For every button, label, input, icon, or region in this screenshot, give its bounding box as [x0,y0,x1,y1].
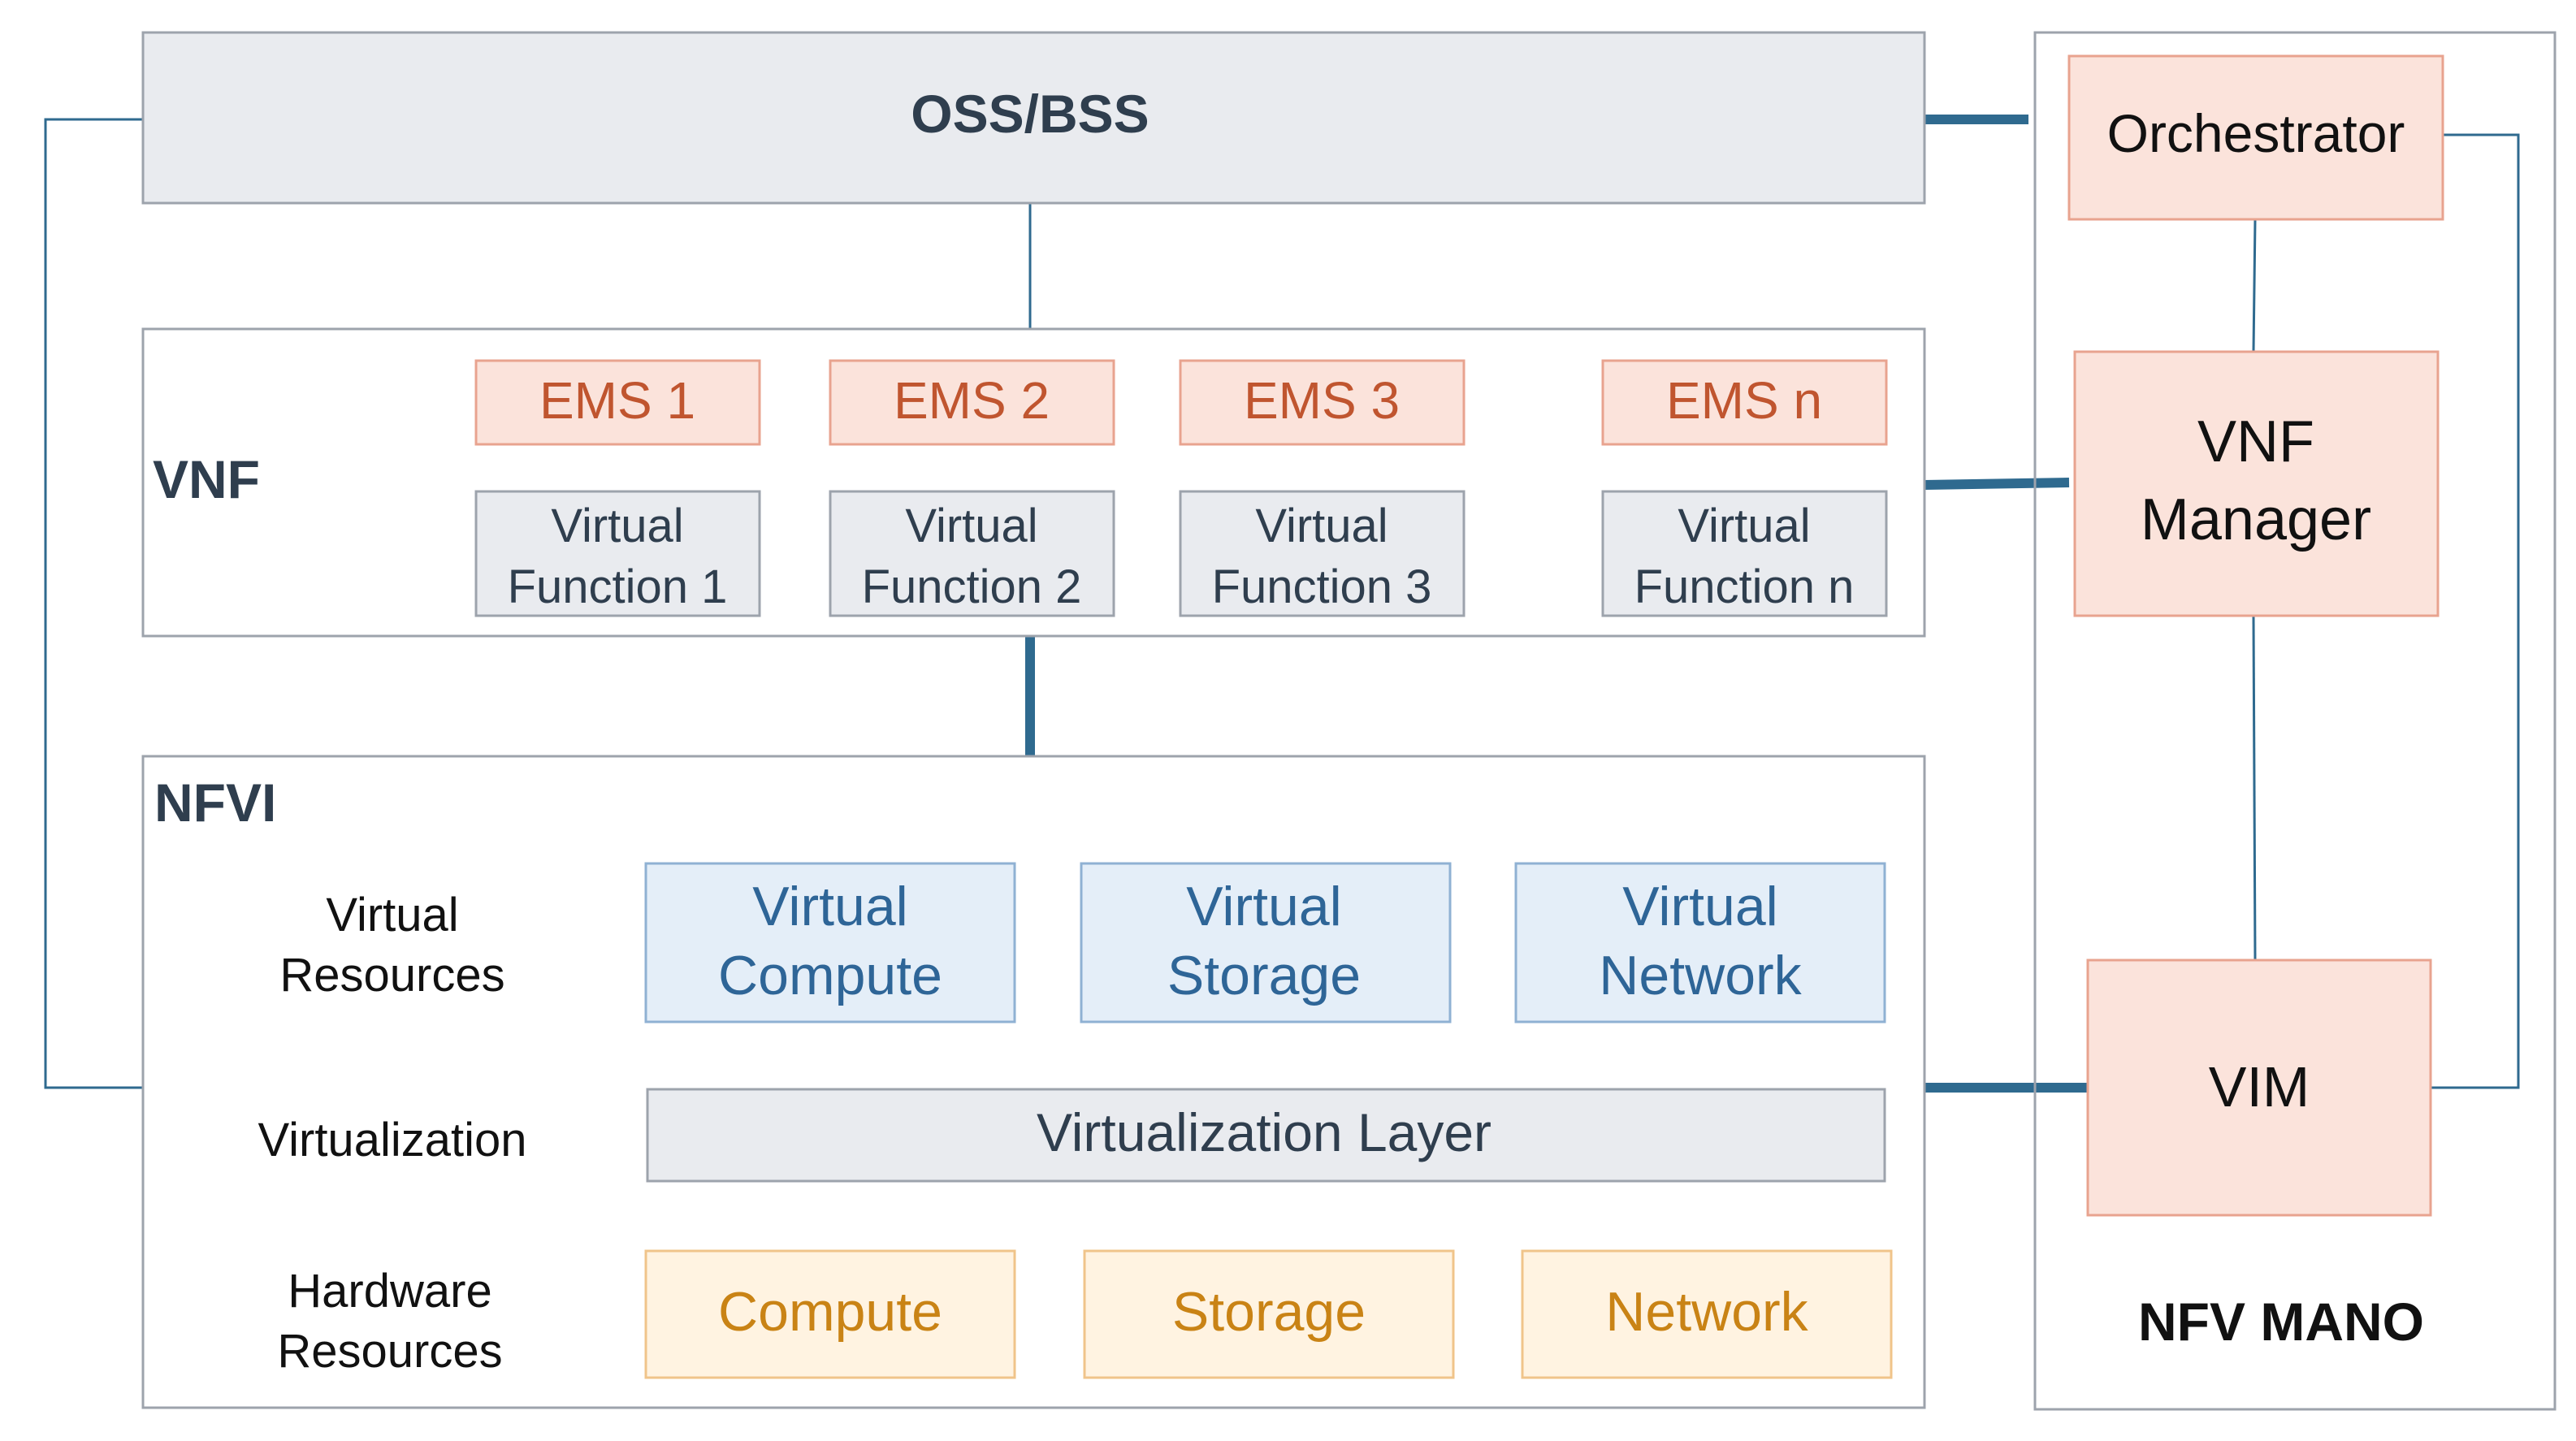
ems-2-label: EMS 2 [894,371,1050,430]
ems-1-box: EMS 1 [474,359,761,446]
ems-1-label: EMS 1 [539,371,695,430]
virtual-network-box: Virtual Network [1514,862,1886,1023]
nfvi-block: NFVI Virtual Resources Virtualization Ha… [141,755,1926,1409]
storage-box: Storage [1083,1249,1455,1379]
virtual-resources-label-line1: Virtual [326,889,458,941]
connector-left-loop [44,118,143,1089]
ems-3-label: EMS 3 [1244,371,1400,430]
virtual-function-1-box: Virtual Function 1 [474,490,761,617]
oss-bss-label: OSS/BSS [911,84,1149,144]
virtual-storage-line1: Virtual [1186,876,1342,937]
virtual-function-3-line2: Function 3 [1212,560,1432,613]
virtual-function-n-line1: Virtual [1678,500,1810,552]
virtual-function-2-line2: Function 2 [862,560,1082,613]
vim-box: VIM [2086,959,2432,1217]
nfv-mano-block: Orchestrator VNF Manager VIM NFV MANO [2033,31,2557,1411]
virtualization-label: Virtualization [258,1114,526,1166]
virtualization-layer-label: Virtualization Layer [1037,1102,1491,1162]
connector-orch-vnfm [2252,219,2257,353]
hardware-resources-label-line2: Resources [277,1325,502,1378]
nfv-mano-label: NFV MANO [2138,1292,2424,1352]
ems-2-box: EMS 2 [829,359,1115,446]
network-label: Network [1605,1281,1808,1343]
compute-box: Compute [644,1249,1016,1379]
connector-right-loop [2429,133,2520,1089]
virtual-storage-line2: Storage [1167,945,1361,1006]
vnf-manager-box: VNF Manager [2073,350,2440,617]
virtual-compute-line2: Compute [718,945,942,1006]
network-box: Network [1521,1249,1893,1379]
ems-n-box: EMS n [1601,359,1888,446]
vnf-manager-line2: Manager [2141,487,2371,552]
ems-n-label: EMS n [1666,371,1822,430]
orchestrator-box: Orchestrator [2067,54,2444,221]
vim-label: VIM [2209,1055,2310,1119]
virtual-function-2-box: Virtual Function 2 [829,490,1115,617]
virtual-function-1-line1: Virtual [551,500,683,552]
vnf-block: VNF EMS 1 EMS 2 EMS 3 EMS n Virtual Func… [141,327,1926,638]
hardware-resources-label-line1: Hardware [288,1265,491,1318]
ems-3-box: EMS 3 [1179,359,1466,446]
orchestrator-label: Orchestrator [2107,103,2405,163]
nfvi-label: NFVI [154,772,276,833]
virtual-compute-line1: Virtual [752,876,908,937]
virtual-resources-label-line2: Resources [279,949,504,1002]
storage-label: Storage [1172,1281,1366,1343]
vnf-label: VNF [153,449,260,509]
virtual-function-n-line2: Function n [1634,560,1855,613]
compute-label: Compute [718,1281,942,1343]
virtual-network-line2: Network [1599,945,1802,1006]
virtual-storage-box: Virtual Storage [1080,862,1452,1023]
virtualization-layer-box: Virtualization Layer [646,1088,1886,1183]
virtual-function-3-box: Virtual Function 3 [1179,490,1466,617]
oss-bss-block: OSS/BSS [141,31,1926,205]
virtual-function-2-line1: Virtual [905,500,1037,552]
connector-vnf-vnfm [1924,478,2070,490]
virtual-network-line1: Virtual [1622,876,1778,937]
virtual-function-1-line2: Function 1 [508,560,728,613]
virtual-function-n-box: Virtual Function n [1601,490,1888,617]
vnf-manager-line1: VNF [2197,409,2314,474]
connector-vnfm-vim [2252,615,2257,961]
virtual-function-3-line1: Virtual [1255,500,1388,552]
virtual-compute-box: Virtual Compute [644,862,1016,1023]
